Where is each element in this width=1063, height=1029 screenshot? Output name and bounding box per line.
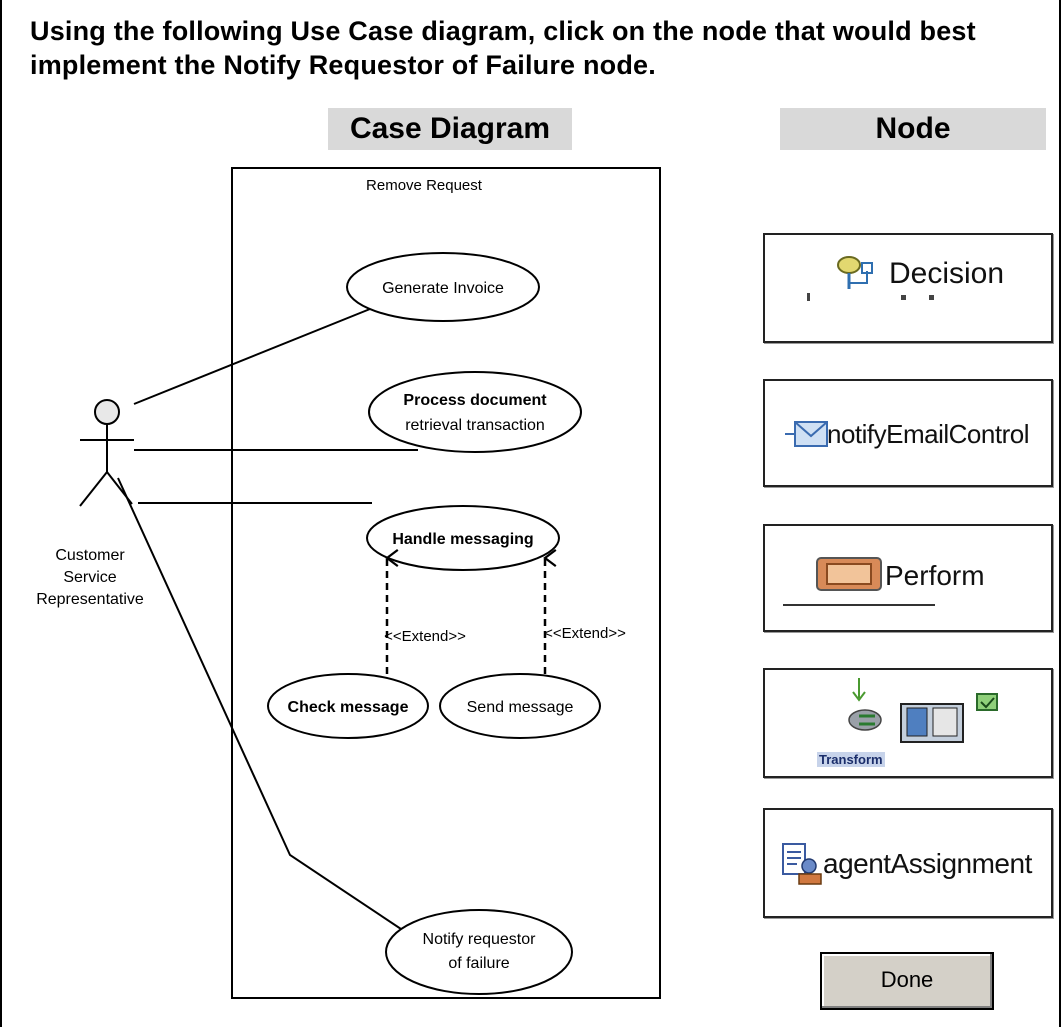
- node-label-agent-assignment: agentAssignment: [823, 848, 1032, 879]
- decision-port-dot: [807, 293, 810, 301]
- svg-text:Send message: Send message: [467, 699, 574, 716]
- decision-port-dot: [901, 295, 906, 300]
- use-case-diagram: Remove Request Customer Service Represen…: [36, 167, 661, 999]
- perform-icon: [816, 557, 882, 591]
- case-diagram-header: Case Diagram: [328, 108, 572, 150]
- svg-text:Generate Invoice: Generate Invoice: [382, 280, 504, 297]
- svg-text:of failure: of failure: [448, 955, 509, 972]
- node-option-perform[interactable]: Perform: [763, 524, 1053, 632]
- question-text: Using the following Use Case diagram, cl…: [30, 16, 976, 80]
- node-option-decision[interactable]: Decision: [763, 233, 1053, 343]
- node-label-perform: Perform: [885, 560, 985, 591]
- use-case-notify-requestor: Notify requestor of failure: [385, 909, 573, 995]
- done-button[interactable]: Done: [820, 952, 994, 1010]
- node-header: Node: [780, 108, 1046, 150]
- svg-text:Handle messaging: Handle messaging: [392, 531, 533, 548]
- actor-label-line-3: Representative: [36, 591, 144, 608]
- perform-underline: [783, 604, 935, 606]
- node-label-transform: Transform: [817, 752, 885, 767]
- agent-assignment-icon: [782, 843, 822, 885]
- actor-figure: [79, 399, 134, 507]
- extend-label-check: <<Extend>>: [384, 628, 466, 645]
- node-option-notify-email-control[interactable]: notifyEmailControl: [763, 379, 1053, 487]
- svg-text:retrieval transaction: retrieval transaction: [405, 417, 545, 434]
- use-case-generate-invoice: Generate Invoice: [346, 252, 540, 322]
- use-case-check-message: Check message: [267, 673, 429, 739]
- node-option-agent-assignment[interactable]: agentAssignment: [763, 808, 1053, 918]
- node-option-transform[interactable]: Transform: [763, 668, 1053, 778]
- decision-port-dot: [929, 295, 934, 300]
- actor-label-line-2: Service: [63, 569, 116, 586]
- associations: [117, 306, 418, 936]
- use-case-process-document: Process document retrieval transaction: [368, 371, 582, 453]
- extend-dependencies: [387, 558, 545, 674]
- email-icon: [785, 421, 828, 447]
- svg-text:Notify requestor: Notify requestor: [423, 931, 537, 948]
- use-case-send-message: Send message: [439, 673, 601, 739]
- node-label-notify-email-control: notifyEmailControl: [827, 419, 1029, 449]
- node-label-decision: Decision: [889, 257, 1005, 290]
- svg-text:Check message: Check message: [288, 699, 409, 716]
- system-boundary: [231, 167, 661, 999]
- extend-label-send: <<Extend>>: [544, 625, 626, 642]
- transform-icon: [848, 678, 998, 743]
- actor-label-line-1: Customer: [55, 547, 125, 564]
- decision-icon: [837, 256, 873, 289]
- svg-text:Process document: Process document: [403, 392, 547, 409]
- boundary-title: Remove Request: [366, 177, 483, 194]
- use-case-handle-messaging: Handle messaging: [366, 505, 560, 571]
